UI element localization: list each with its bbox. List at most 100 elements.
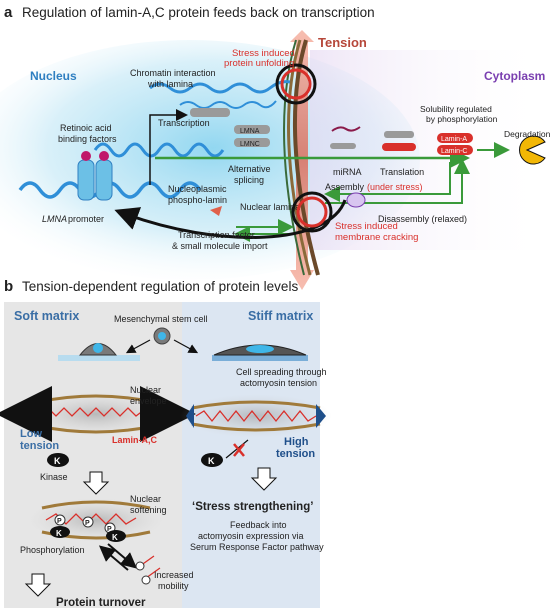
stiff-envelope-bottom: [191, 422, 321, 432]
kinase-k: K: [54, 456, 61, 466]
high-tension-right-arrow: [316, 404, 326, 428]
high-tension-label-1: High: [284, 436, 309, 448]
lamin-a-pill: [437, 133, 473, 143]
feedback-label-1: Feedback into: [230, 520, 287, 530]
lmnc-rna: [234, 138, 270, 147]
stress-strengthening-label: ‘Stress strengthening’: [192, 501, 313, 513]
cracking-circle-inner: [296, 196, 328, 228]
soft-lamina-mesh: [39, 407, 145, 417]
low-tension-label-1: Low: [20, 428, 42, 440]
soft-substrate: [58, 355, 140, 361]
stiff-arrow: [173, 339, 199, 354]
kinase-icon: [47, 453, 69, 467]
tension-label: Tension: [318, 35, 367, 50]
envelope-label-1: Nuclear: [130, 385, 161, 395]
disassembly-arrow: [325, 158, 470, 204]
mirna-label: miRNA: [333, 167, 362, 177]
softening-label-2: softening: [130, 505, 167, 515]
panel-b-letter: b: [4, 278, 13, 295]
lamin-c-pill-label: Lamin-C: [441, 148, 467, 155]
mobile-p-2: [141, 575, 151, 585]
turnover-label: Protein turnover: [56, 597, 146, 609]
degradation-icon: [519, 135, 546, 165]
disassembly-label: Disassembly (relaxed): [378, 214, 467, 224]
ligand-left: [81, 151, 91, 161]
high-tension-left-arrow: [186, 404, 194, 428]
chromatin-strand-2: [179, 100, 277, 109]
nuclear-lamina-label: Nuclear lamina: [240, 202, 300, 212]
stiff-matrix-bg: [182, 302, 320, 608]
rna-block: [190, 108, 230, 117]
assembly-arrow: [324, 162, 451, 202]
stiff-substrate: [212, 355, 308, 361]
stiff-kinase-k: K: [208, 456, 215, 466]
msc-label: Mesenchymal stem cell: [114, 314, 208, 324]
unfolding-circle-outer: [275, 63, 317, 105]
high-tension-label-2: tension: [276, 448, 315, 460]
cytoplasm-region: [310, 50, 550, 250]
translation-rna: [384, 131, 414, 138]
nucleus-label: Nucleus: [30, 69, 77, 83]
stiff-matrix-title: Stiff matrix: [248, 309, 313, 323]
spreading-label-2: actomyosin tension: [240, 378, 317, 388]
stiff-envelope-top: [191, 400, 321, 410]
nuclear-envelope-inner: [287, 39, 312, 276]
lamin-ac-label: Lamin-A,C: [112, 435, 158, 445]
lmnc-label: LMNC: [240, 141, 260, 148]
chromatin-label-1: Chromatin interaction: [130, 68, 216, 78]
envelope-label-2: envelope: [130, 396, 167, 406]
chromatin-strand: [149, 80, 291, 94]
receptor-left: [77, 159, 95, 201]
under-stress-label: (under stress): [367, 182, 423, 192]
phospho-p-1-label: P: [57, 518, 62, 525]
nuclear-envelope-outer: [293, 39, 320, 276]
unfolding-label-1: Stress induced: [232, 48, 295, 59]
nucleoplasmic-label-2: phospho-lamin: [168, 195, 227, 205]
cracking-circle-outer: [291, 191, 333, 233]
solubility-label-2: by phosphorylation: [426, 114, 498, 124]
low-tension-label-2: tension: [20, 440, 59, 452]
lmna-label: LMNA: [240, 128, 260, 135]
assembly-label: Assembly: [325, 182, 365, 192]
retinoic-label-2: binding factors: [58, 134, 117, 144]
tf-label-2: & small molecule import: [172, 241, 268, 251]
panel-a-title: Regulation of lamin-A,C protein feeds ba…: [22, 5, 375, 20]
panel-b-title: Tension-dependent regulation of protein …: [22, 279, 298, 294]
kinase-label: Kinase: [40, 472, 68, 482]
ligand-right: [99, 151, 109, 161]
chromatin-label-2: with lamina: [147, 79, 193, 89]
feedback-label-3: Serum Response Factor pathway: [190, 542, 324, 552]
cytoplasm-label: Cytoplasm: [484, 69, 545, 83]
softened-envelope-top: [41, 500, 151, 510]
nucleoplasmic-label-1: Nucleoplasmic: [168, 184, 227, 194]
tf-import-arrow: [114, 199, 347, 239]
soft-arrow: [125, 339, 151, 354]
transcription-arrow: [149, 109, 188, 185]
mirna-rna: [330, 143, 356, 149]
phospho-p-2: [82, 516, 94, 528]
lamin-c-pill: [437, 145, 473, 155]
stiff-cell-nucleus: [246, 345, 274, 353]
increased-label-2: mobility: [158, 581, 189, 591]
soft-down-arrow: [82, 471, 110, 495]
retinoic-label-1: Retinoic acid: [60, 123, 112, 133]
softened-kinase-k-2: K: [112, 533, 118, 542]
softened-kinase-icon-2: [106, 530, 126, 542]
softening-label-1: Nuclear: [130, 494, 161, 504]
phospho-p-3-label: P: [107, 526, 112, 533]
receptor-right: [95, 159, 113, 201]
increased-label-1: Increased: [154, 570, 194, 580]
mobile-p-1: [135, 561, 145, 571]
turnover-down-arrow: [24, 573, 52, 597]
mobility-arrow-in: [98, 545, 129, 571]
nuclear-lamina-line: [283, 39, 305, 276]
cracking-label-2: membrane cracking: [335, 232, 418, 243]
transcription-label: Transcription: [158, 118, 210, 128]
unfolding-circle-inner: [280, 68, 312, 100]
translation-protein: [382, 143, 416, 151]
blocked-x-icon: [233, 443, 245, 457]
stiff-lamina-mesh: [195, 409, 317, 423]
mirna-icon: [331, 126, 361, 132]
degradation-label: Degradation: [504, 129, 551, 139]
